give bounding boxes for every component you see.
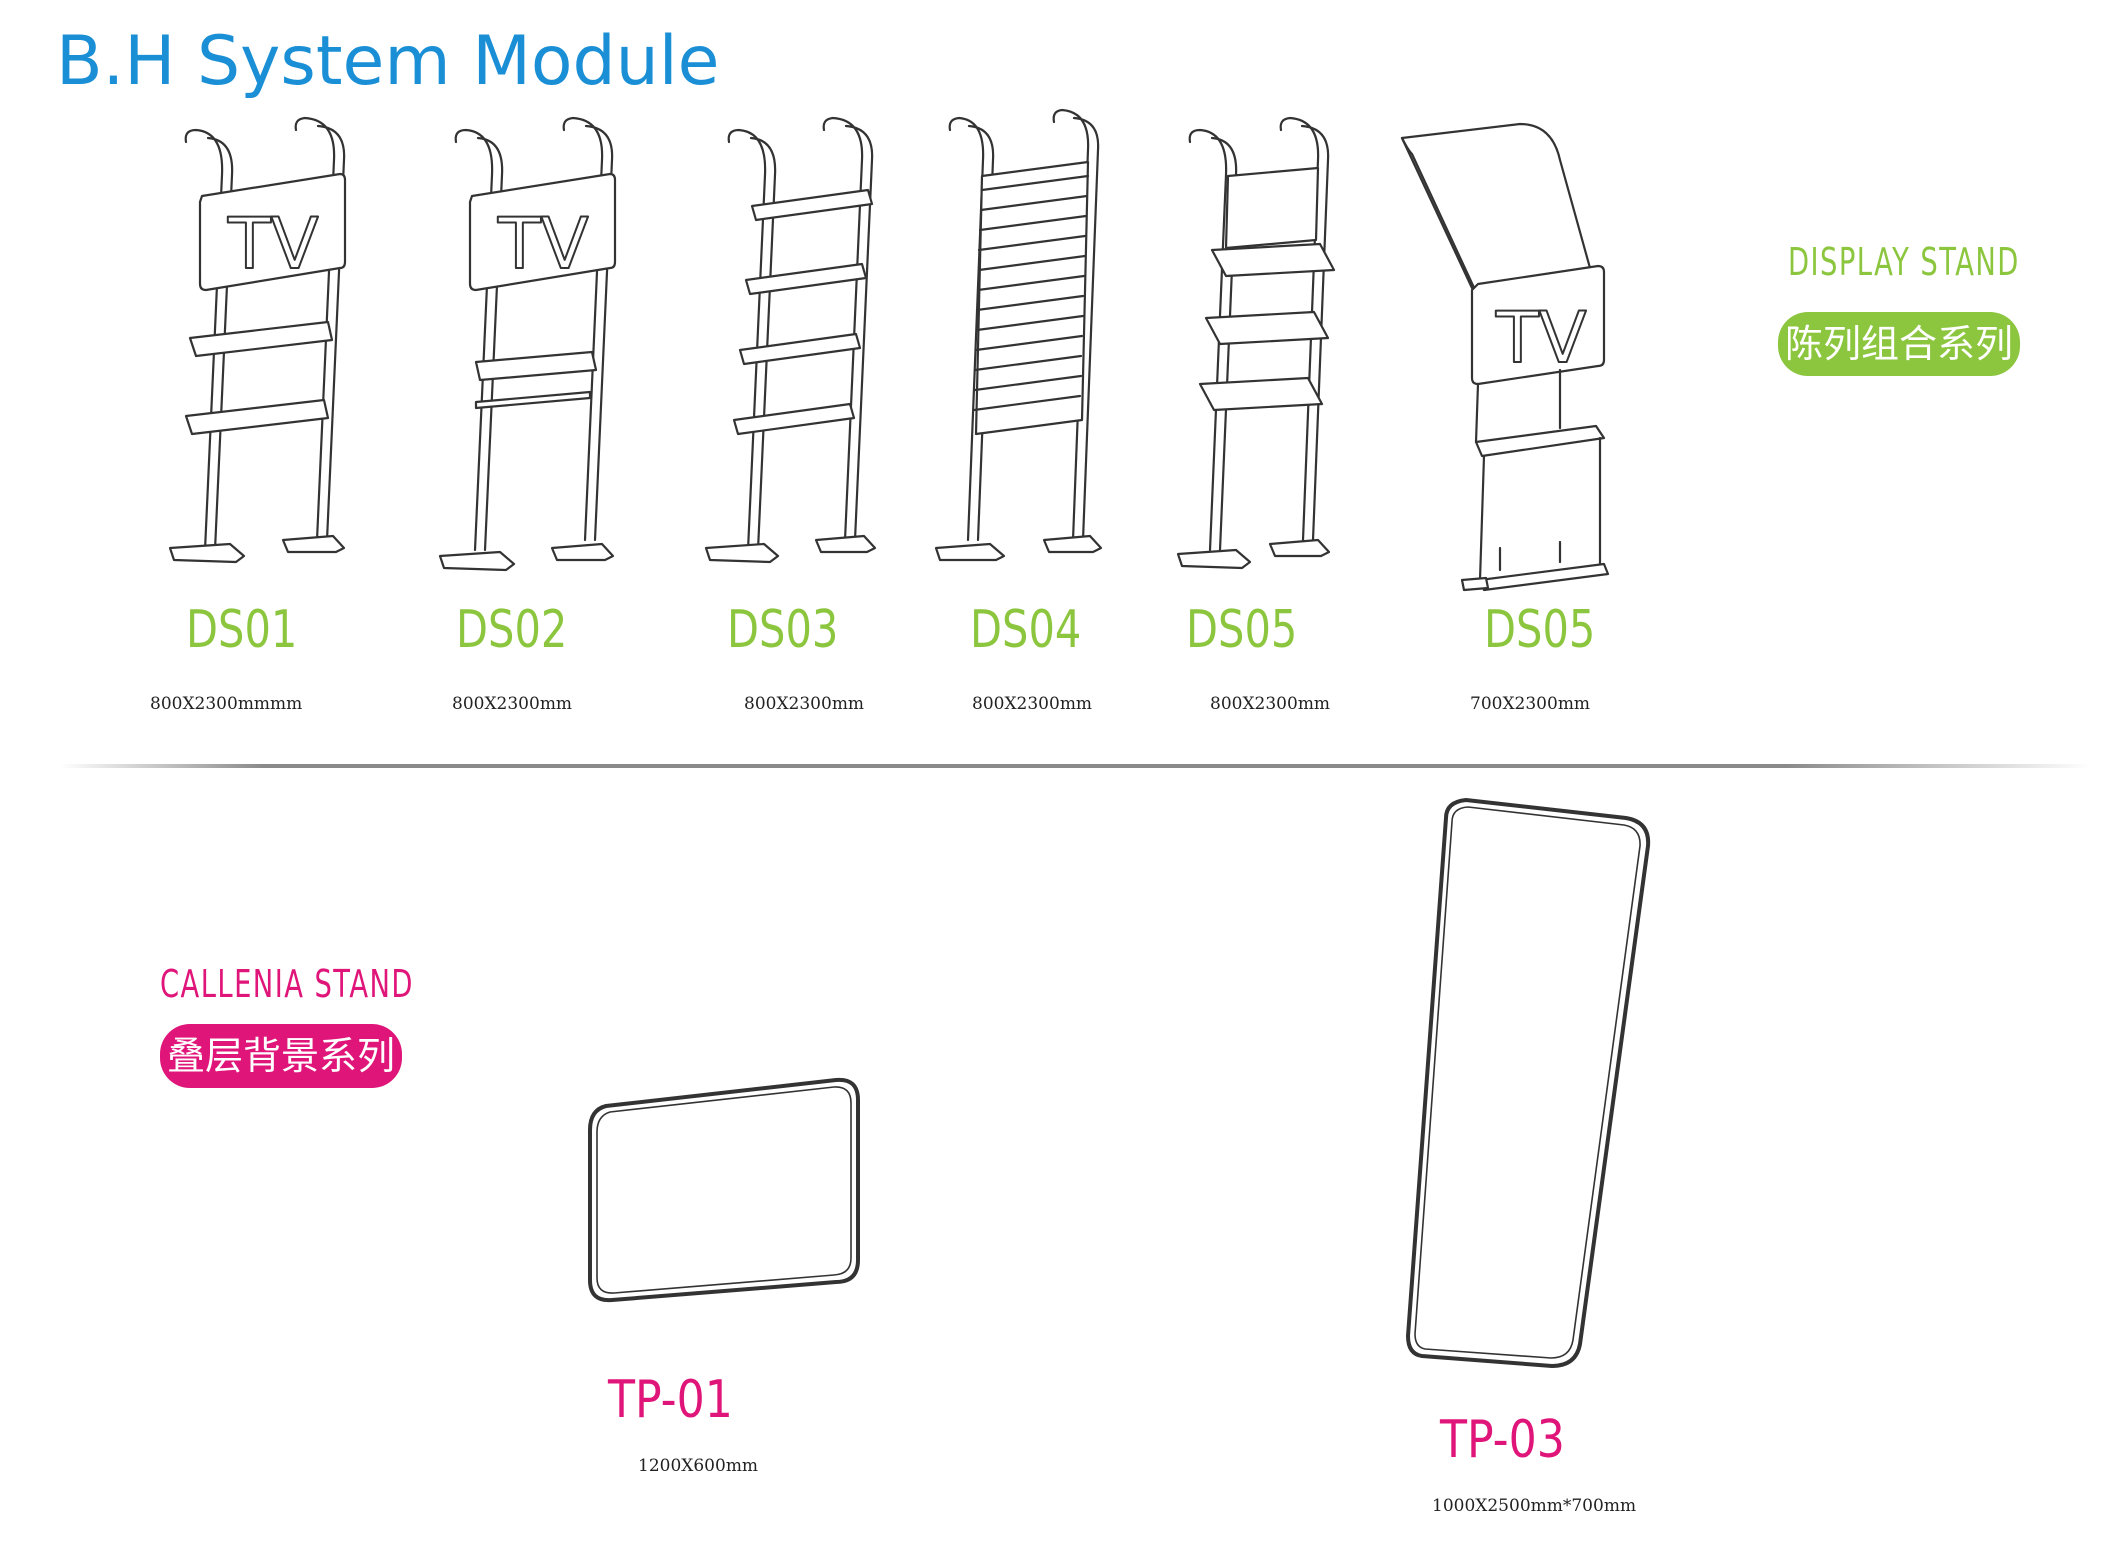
display-stand-label: DISPLAY STAND	[1788, 240, 2020, 284]
tp03-dim: 1000X2500mm*700mm	[1432, 1496, 1637, 1516]
ds05b-drawing: TV	[1400, 122, 1610, 592]
tp01-drawing	[588, 1077, 860, 1303]
ds01-tv-label: TV	[227, 203, 319, 285]
display-stand-pill: 陈列组合系列	[1778, 312, 2020, 376]
callenia-stand-pill: 叠层背景系列	[160, 1024, 402, 1088]
tp01-code: TP-01	[608, 1370, 733, 1430]
ds03-code: DS03	[727, 600, 839, 660]
ds02-tv-label: TV	[497, 203, 589, 285]
ds05-drawing	[1176, 116, 1336, 570]
ds03-dim: 800X2300mm	[744, 694, 865, 714]
page-title: B.H System Module	[56, 22, 720, 101]
ds05b-dim: 700X2300mm	[1470, 694, 1591, 714]
ds04-code: DS04	[970, 600, 1082, 660]
tp03-drawing	[1406, 798, 1651, 1368]
ds05b-code: DS05	[1484, 600, 1596, 660]
tp01-dim: 1200X600mm	[638, 1456, 759, 1476]
ds01-dim: 800X2300mmmm	[150, 694, 303, 714]
ds04-dim: 800X2300mm	[972, 694, 1093, 714]
ds02-dim: 800X2300mm	[452, 694, 573, 714]
ds01-code: DS01	[186, 600, 298, 660]
ds01-drawing: TV	[168, 116, 347, 564]
callenia-stand-label: CALLENIA STAND	[160, 962, 414, 1006]
ds05-code: DS05	[1186, 600, 1298, 660]
ds05-dim: 800X2300mm	[1210, 694, 1331, 714]
section-divider	[60, 764, 2090, 768]
ds02-drawing: TV	[438, 116, 617, 572]
tp03-code: TP-03	[1440, 1410, 1565, 1470]
ds03-drawing	[704, 116, 877, 564]
ds05b-tv-label: TV	[1495, 297, 1587, 379]
ds02-code: DS02	[456, 600, 568, 660]
ds04-drawing	[934, 108, 1103, 562]
